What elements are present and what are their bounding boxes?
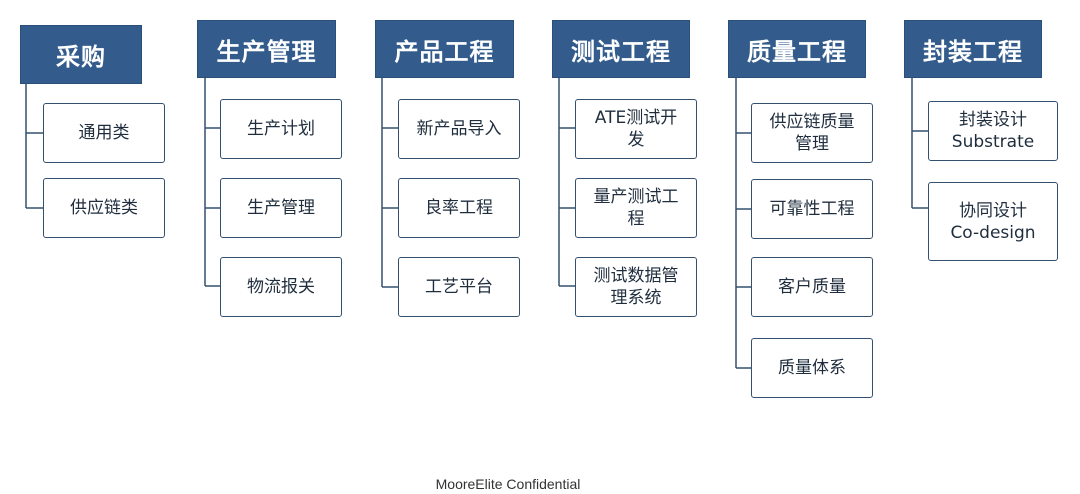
box-npi: 新产品导入 — [398, 99, 520, 159]
box-supply-chain-quality: 供应链质量 管理 — [751, 103, 873, 163]
box-label: 通用类 — [78, 123, 130, 143]
box-co-design: 协同设计 Co-design — [928, 182, 1058, 261]
box-logistics-customs: 物流报关 — [220, 257, 342, 317]
header-test-engineering: 测试工程 — [552, 20, 690, 78]
box-package-design-substrate: 封装设计 Substrate — [928, 101, 1058, 161]
confidential-footer: MooreElite Confidential — [435, 476, 581, 492]
box-customer-quality: 客户质量 — [751, 257, 873, 317]
box-reliability-engineering: 可靠性工程 — [751, 179, 873, 239]
box-label: ATE测试开 发 — [594, 108, 678, 150]
box-label: 供应链类 — [70, 198, 138, 218]
box-process-platform: 工艺平台 — [398, 257, 520, 317]
box-label: 工艺平台 — [425, 277, 493, 297]
box-label: 测试数据管 理系统 — [593, 266, 679, 308]
box-label: 可靠性工程 — [769, 199, 855, 219]
header-packaging-engineering: 封装工程 — [904, 20, 1042, 78]
box-label: 协同设计 Co-design — [950, 200, 1036, 243]
box-label: 封装设计 Substrate — [951, 110, 1035, 152]
box-label: 供应链质量 管理 — [769, 112, 855, 154]
box-label: 量产测试工 程 — [593, 187, 679, 229]
box-quality-system: 质量体系 — [751, 338, 873, 398]
box-mass-production-test: 量产测试工 程 — [575, 178, 697, 238]
header-product-engineering: 产品工程 — [375, 20, 514, 78]
box-label: 新产品导入 — [416, 119, 502, 139]
box-label: 生产计划 — [247, 119, 315, 139]
box-label: 物流报关 — [247, 277, 315, 297]
box-supply-chain: 供应链类 — [43, 178, 165, 238]
box-label: 质量体系 — [778, 358, 846, 378]
box-label: 生产管理 — [247, 198, 315, 218]
box-ate-test-dev: ATE测试开 发 — [575, 99, 697, 159]
header-production-management: 生产管理 — [197, 20, 336, 78]
box-label: 良率工程 — [425, 198, 493, 218]
box-yield-engineering: 良率工程 — [398, 178, 520, 238]
box-label: 客户质量 — [778, 277, 846, 297]
header-quality-engineering: 质量工程 — [728, 20, 866, 78]
box-general: 通用类 — [43, 103, 165, 163]
box-production-management: 生产管理 — [220, 178, 342, 238]
box-test-data-management: 测试数据管 理系统 — [575, 257, 697, 317]
box-production-planning: 生产计划 — [220, 99, 342, 159]
header-procurement: 采购 — [20, 25, 142, 84]
